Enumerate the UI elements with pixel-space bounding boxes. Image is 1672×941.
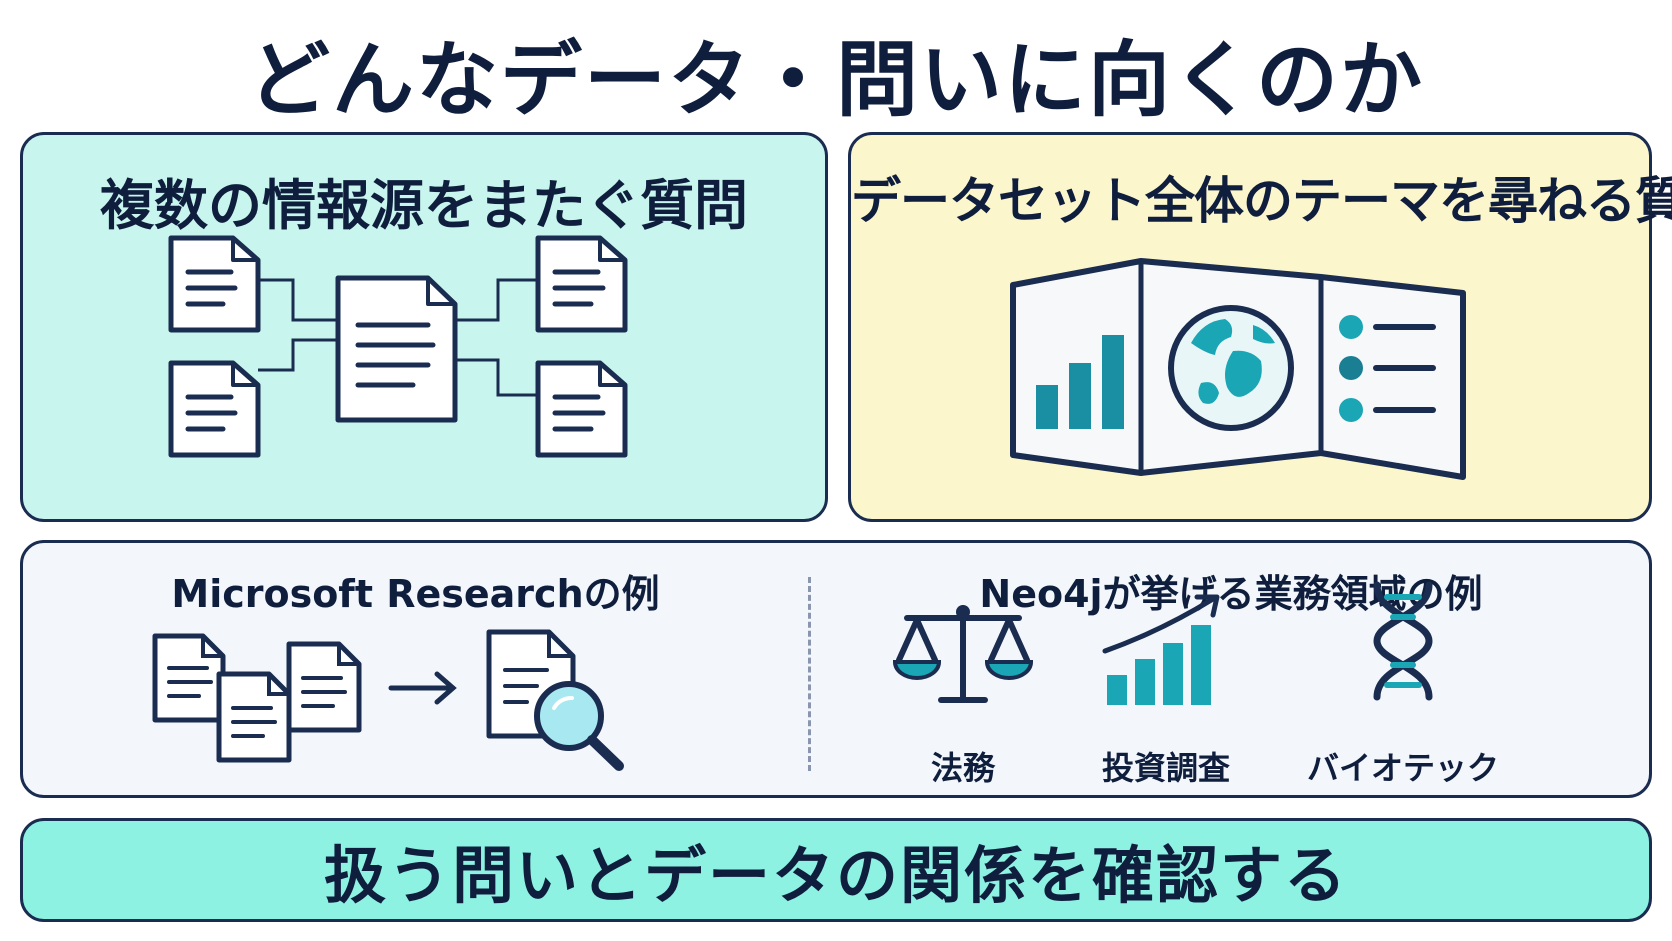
- arrow-right-icon: [388, 671, 457, 705]
- magnifier-icon: [534, 681, 624, 771]
- microsoft-example-title: Microsoft Researchの例: [171, 572, 660, 616]
- folded-map-icon: [1010, 258, 1466, 480]
- multi-source-panel: 複数の情報源をまたぐ質問: [20, 132, 828, 522]
- multi-source-panel-title: 複数の情報源をまたぐ質問: [100, 174, 748, 237]
- documents-to-search-icon: [152, 629, 624, 771]
- dna-helix-icon: [1373, 581, 1433, 701]
- bar-chart-icon: [1036, 335, 1124, 429]
- document-network-icon: [168, 235, 628, 458]
- dataset-theme-panel-title: データセット全体のテーマを尋ねる質問: [851, 172, 1672, 230]
- divider: [808, 577, 811, 771]
- examples-panel: Microsoft Researchの例 Neo4jが挙げる業務領域の例: [20, 540, 1652, 798]
- footer-banner: 扱う問いとデータの関係を確認する: [20, 818, 1652, 922]
- globe-icon: [1168, 305, 1294, 431]
- page-title: どんなデータ・問いに向くのか: [247, 32, 1424, 128]
- list-icon: [1339, 315, 1436, 422]
- domain-label-biotech: バイオテック: [1306, 749, 1499, 787]
- domain-label-investment: 投資調査: [1101, 749, 1230, 787]
- growth-chart-icon: [1102, 594, 1220, 705]
- dataset-theme-panel: データセット全体のテーマを尋ねる質問: [848, 132, 1672, 522]
- domain-label-legal: 法務: [930, 749, 995, 787]
- scales-of-justice-icon: [893, 605, 1033, 703]
